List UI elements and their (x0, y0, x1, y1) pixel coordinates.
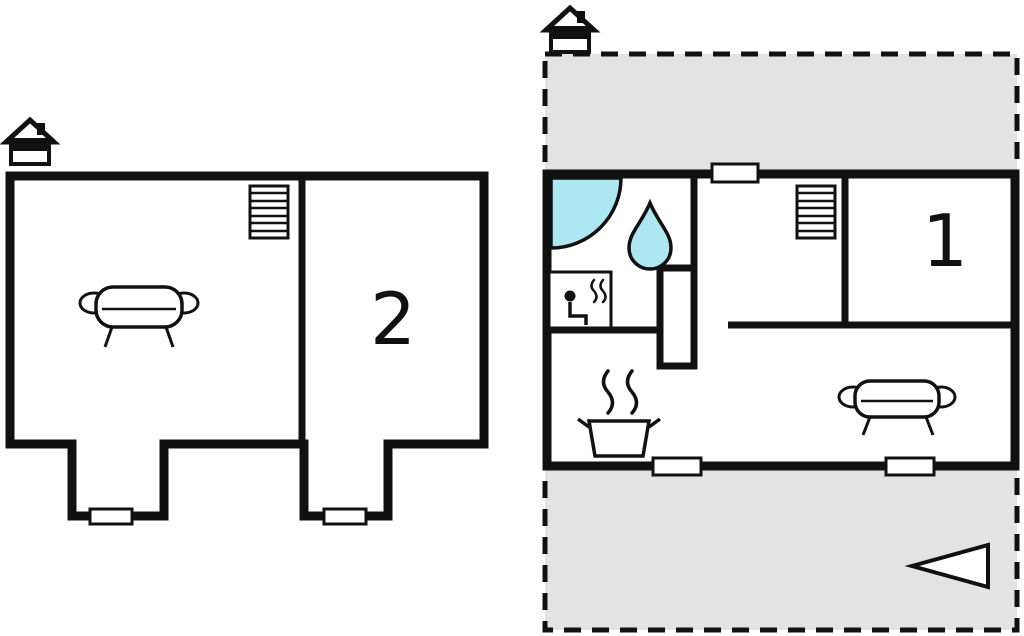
water-drop-icon (627, 198, 673, 271)
stairs-icon (248, 184, 290, 240)
steam-wave (601, 369, 615, 415)
chimney-band (11, 140, 49, 151)
sauna-heat-wave (590, 278, 598, 304)
terrace-top (545, 54, 1017, 174)
terrace-bottom (545, 464, 1017, 630)
sofa-icon (78, 285, 200, 348)
window (884, 456, 936, 477)
stairs-icon (795, 184, 837, 240)
sofa-icon (837, 379, 957, 436)
stair-wall-stub (656, 264, 698, 370)
entrance-arrow-icon (904, 542, 990, 590)
chimney-stack (577, 11, 585, 23)
left-building: 2 (0, 116, 489, 526)
sauna-person-body (568, 302, 588, 325)
right-room-label: 1 (922, 199, 968, 283)
sauna-person-head (564, 290, 576, 302)
pot-handle (647, 417, 662, 429)
entrance-door (88, 507, 134, 526)
pot-handle (576, 417, 591, 429)
shower-icon (549, 176, 623, 250)
sauna-heat-wave (599, 278, 607, 304)
right-exterior-walls (542, 169, 1020, 471)
chimney-stack (37, 123, 45, 135)
chimney-icon (0, 116, 61, 166)
stove-pot-icon (576, 369, 662, 458)
entrance-door (322, 507, 368, 526)
left-room-label: 2 (370, 277, 416, 361)
window (710, 162, 760, 184)
right-building: 1 (539, 4, 1020, 633)
window (651, 456, 703, 477)
chimney-band (551, 28, 589, 39)
chimney-icon (539, 4, 601, 54)
steam-wave (625, 369, 639, 415)
pot-body (586, 419, 652, 458)
sauna-icon (547, 270, 613, 330)
